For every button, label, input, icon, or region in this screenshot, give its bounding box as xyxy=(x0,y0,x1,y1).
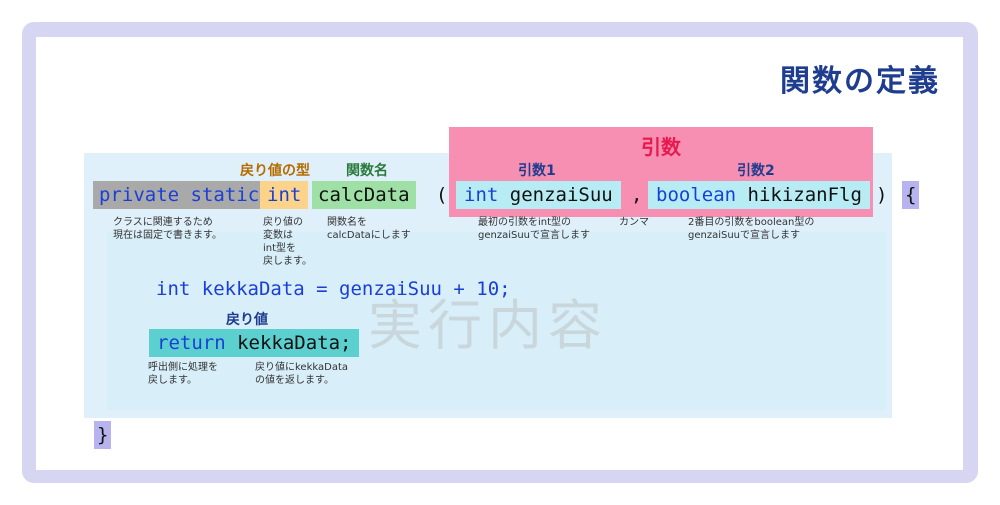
argument2-note: 2番目の引数をboolean型の genzaiSuuで宣言します xyxy=(688,217,815,241)
return-keyword: return xyxy=(157,332,226,354)
argument1-code: int genzaiSuu xyxy=(456,181,621,209)
page-title: 関数の定義 xyxy=(780,64,940,99)
argument1-name: genzaiSuu xyxy=(509,184,613,206)
open-brace: { xyxy=(902,181,920,209)
argument2-code: boolean hikizanFlg xyxy=(648,181,870,209)
comma-note: カンマ xyxy=(619,217,649,228)
argument1-label: 引数1 xyxy=(518,163,556,179)
argument1-note: 最初の引数をint型の genzaiSuuで宣言します xyxy=(478,217,591,241)
argument2-type: boolean xyxy=(656,184,737,206)
return-expression: kekkaData; xyxy=(237,332,352,354)
modifier-keyword: private static xyxy=(93,181,266,209)
argument1-type: int xyxy=(464,184,499,206)
function-body-area xyxy=(107,232,886,410)
return-type-note: 戻り値の 変数は int型を 戻します。 xyxy=(263,217,312,267)
arguments-title: 引数 xyxy=(641,135,681,159)
return-statement: return kekkaData; xyxy=(149,329,360,357)
function-name-code: calcData xyxy=(312,181,416,209)
return-right-note: 戻り値にkekkaData の値を返します。 xyxy=(255,362,348,386)
line1-code: int kekkaData = genzaiSuu + 10; xyxy=(156,278,511,300)
return-left-note: 呼出側に処理を 戻します。 xyxy=(148,362,218,386)
close-paren: ) xyxy=(876,184,888,206)
execution-content-watermark: 実行内容 xyxy=(368,294,608,357)
argument2-label: 引数2 xyxy=(737,163,775,179)
return-type-label: 戻り値の型 xyxy=(240,163,310,179)
return-type-keyword: int xyxy=(260,181,309,209)
body-line-1: int kekkaData = genzaiSuu + 10; xyxy=(156,275,511,303)
argument2-name: hikizanFlg xyxy=(747,184,862,206)
close-brace: } xyxy=(94,421,112,449)
comma: , xyxy=(631,184,643,206)
open-paren: ( xyxy=(436,184,448,206)
function-name-label: 関数名 xyxy=(346,163,388,179)
return-value-label: 戻り値 xyxy=(226,312,268,328)
modifier-note: クラスに関連するため 現在は固定で書きます。 xyxy=(113,217,222,241)
function-name-note: 関数名を calcDataにします xyxy=(327,217,411,241)
